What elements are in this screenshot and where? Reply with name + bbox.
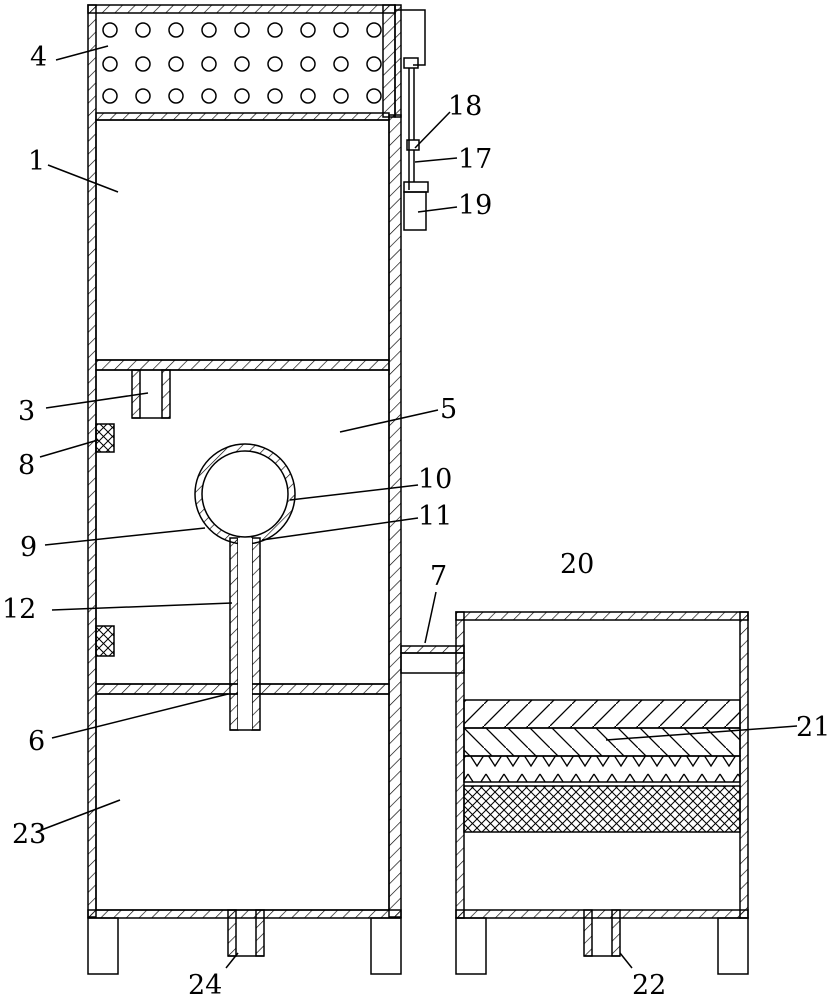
filter-hole xyxy=(234,22,250,38)
filter-hole xyxy=(201,56,217,72)
filter-hole xyxy=(135,88,151,104)
label-1: 1 xyxy=(28,146,45,177)
leader-lines xyxy=(35,45,798,969)
connector-pipe-7 xyxy=(400,645,465,674)
float-ball-9 xyxy=(194,443,296,545)
label-19: 19 xyxy=(458,190,492,221)
filter-hole xyxy=(366,56,382,72)
lift-mechanism xyxy=(395,9,429,231)
label-9: 9 xyxy=(20,532,37,563)
label-3: 3 xyxy=(18,396,35,427)
label-5: 5 xyxy=(440,394,457,425)
label-23: 23 xyxy=(12,819,46,850)
label-20: 20 xyxy=(560,549,594,580)
filter-hole xyxy=(300,88,316,104)
filter-hole xyxy=(135,22,151,38)
filter-hole xyxy=(201,88,217,104)
label-18: 18 xyxy=(448,91,482,122)
filter-hole xyxy=(102,56,118,72)
filter-hole xyxy=(234,88,250,104)
sensor-8-lower xyxy=(95,625,115,657)
filter-hole xyxy=(267,88,283,104)
filter-hole xyxy=(333,22,349,38)
sensor-8-upper xyxy=(95,423,115,453)
label-21: 21 xyxy=(796,712,830,743)
filter-hole xyxy=(333,56,349,72)
filter-hole xyxy=(300,22,316,38)
filter-hole xyxy=(366,88,382,104)
filter-hole xyxy=(267,56,283,72)
filter-hole xyxy=(300,56,316,72)
filter-hole xyxy=(201,22,217,38)
filter-hole xyxy=(333,88,349,104)
label-12: 12 xyxy=(2,594,36,625)
label-4: 4 xyxy=(30,42,47,73)
label-11: 11 xyxy=(418,501,452,532)
outlet-24 xyxy=(227,909,265,957)
filter-hole xyxy=(168,88,184,104)
filter-hole xyxy=(102,22,118,38)
filter-hole xyxy=(168,56,184,72)
tube-12 xyxy=(229,537,261,731)
legs xyxy=(87,917,749,975)
label-17: 17 xyxy=(458,144,492,175)
label-24: 24 xyxy=(188,970,222,1000)
outlet-22 xyxy=(583,909,621,957)
pipe-3 xyxy=(131,369,171,419)
label-8: 8 xyxy=(18,450,35,481)
filter-hole xyxy=(366,22,382,38)
tank-20 xyxy=(455,611,749,919)
filter-hole xyxy=(234,56,250,72)
filter-hole xyxy=(267,22,283,38)
label-10: 10 xyxy=(418,464,452,495)
label-7: 7 xyxy=(430,561,447,592)
label-22: 22 xyxy=(632,970,666,1000)
label-6: 6 xyxy=(28,726,45,757)
filter-hole xyxy=(102,88,118,104)
filter-hole xyxy=(135,56,151,72)
filter-hole xyxy=(168,22,184,38)
perforated-filter-4 xyxy=(102,22,382,104)
